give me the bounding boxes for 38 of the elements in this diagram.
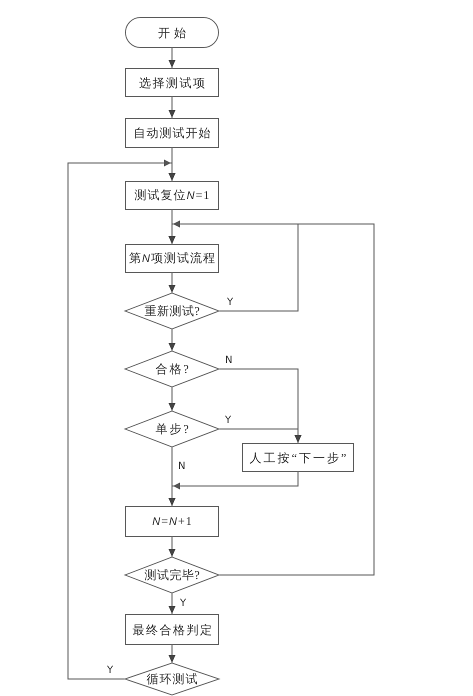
start-terminal (125, 17, 219, 48)
arrow (168, 644, 176, 664)
process-box (125, 181, 219, 210)
step-label: 自动测试开始 (132, 127, 212, 139)
arrow (168, 536, 176, 558)
arrow (168, 472, 298, 506)
question-label: 重新测试? (144, 305, 200, 317)
terminal-label: 开始 (157, 26, 190, 38)
decision-diamond (125, 557, 219, 593)
process-box (242, 443, 354, 472)
arrow (218, 428, 302, 444)
arrow (168, 328, 176, 352)
question-label: 测试完毕? (144, 569, 200, 581)
process-box (125, 118, 219, 148)
question-label: 合格? (154, 363, 191, 375)
step-label: 选择测试项 (138, 76, 206, 88)
arrow (68, 160, 176, 680)
process-box (125, 506, 219, 537)
question-label: 循环测试 (146, 673, 198, 685)
arrow (168, 96, 176, 118)
step-label: 人工按“下一步” (248, 452, 348, 464)
step-label: 最终合格判定 (131, 624, 214, 636)
step-label: 测试复位N=1 (134, 189, 210, 202)
process-box (125, 614, 219, 645)
arrow (168, 48, 176, 68)
decision-diamond (125, 351, 219, 387)
decision-diamond (125, 293, 219, 329)
decision-diamond (125, 663, 219, 695)
step-label: 第N项测试流程 (128, 252, 216, 265)
arrow (168, 272, 176, 294)
arrow (168, 592, 176, 614)
step-label: N=N+1 (151, 515, 193, 528)
question-label: 单步? (154, 423, 191, 435)
process-box (125, 68, 219, 97)
arrow (168, 386, 176, 412)
process-box (125, 244, 219, 273)
arrow (168, 220, 374, 576)
decision-diamond (125, 411, 219, 447)
